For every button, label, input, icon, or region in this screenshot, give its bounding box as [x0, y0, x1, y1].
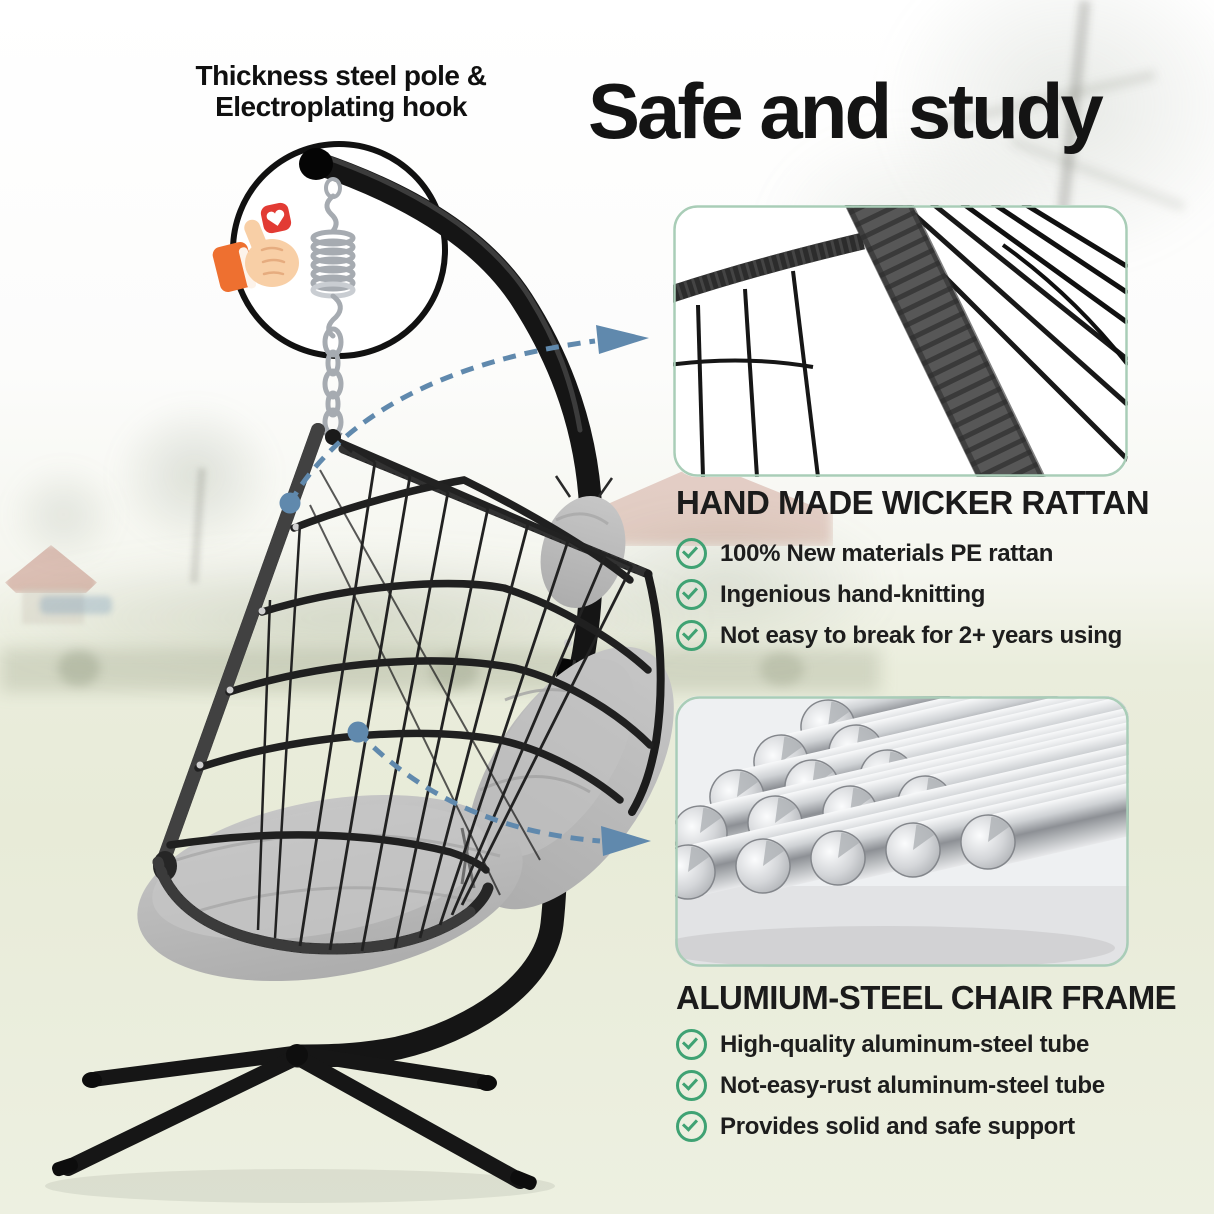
pointer-arrow-rattan	[279, 325, 649, 514]
chair-hub-knot	[325, 429, 341, 445]
rattan-inset-image	[673, 205, 1128, 477]
check-circle-icon	[676, 1029, 707, 1060]
bullet-row: 100% New materials PE rattan	[676, 538, 1122, 569]
callout-caption: Thickness steel pole & Electroplating ho…	[168, 60, 514, 122]
section-frame-heading-wrap: ALUMIUM-STEEL CHAIR FRAME	[676, 979, 1214, 1017]
check-circle-icon	[676, 1111, 707, 1142]
bullet-label: 100% New materials PE rattan	[720, 539, 1054, 567]
callout-caption-line1: Thickness steel pole &	[195, 60, 487, 91]
arrowhead-icon	[601, 826, 651, 856]
check-circle-icon	[676, 579, 707, 610]
bullet-label: Not easy to break for 2+ years using	[720, 621, 1123, 649]
section-rattan-bullets: 100% New materials PE rattan Ingenious h…	[676, 538, 1123, 663]
bullet-label: Not-easy-rust aluminum-steel tube	[720, 1071, 1105, 1099]
heart-like-icon	[260, 202, 292, 234]
egg-chair	[137, 423, 674, 982]
steel-frame-inset-image	[675, 696, 1129, 967]
section-frame-heading: ALUMIUM-STEEL CHAIR FRAME	[676, 979, 1177, 1016]
rattan-thin-ropes	[673, 270, 820, 477]
section-rattan-heading-wrap: HAND MADE WICKER RATTAN	[676, 484, 1214, 522]
spring-coil	[310, 229, 356, 299]
pole-end-cap	[299, 148, 333, 180]
background-building-wall	[22, 588, 84, 624]
section-frame-bullets: High-quality aluminum-steel tube Not-eas…	[676, 1029, 1105, 1154]
steel-rod-row	[675, 698, 1129, 900]
bullet-label: Provides solid and safe support	[720, 1112, 1075, 1140]
bullet-row: High-quality aluminum-steel tube	[676, 1029, 1105, 1060]
rattan-ropes-front	[956, 205, 1128, 367]
section-rattan-heading: HAND MADE WICKER RATTAN	[676, 484, 1150, 521]
bullet-row: Provides solid and safe support	[676, 1111, 1105, 1142]
bullet-row: Not easy to break for 2+ years using	[676, 620, 1123, 651]
ring-screws	[196, 523, 300, 769]
background-blue-tarp	[40, 596, 112, 614]
stand-base	[52, 1044, 537, 1190]
thumbs-up-icon	[212, 219, 299, 292]
check-circle-icon	[676, 1070, 707, 1101]
arrowhead-icon	[596, 325, 649, 354]
chair-ropes	[256, 435, 634, 952]
check-circle-icon	[676, 538, 707, 569]
bullet-row: Not-easy-rust aluminum-steel tube	[676, 1070, 1105, 1101]
rattan-wrapped-pole	[841, 205, 1054, 477]
steel-rod-stack	[675, 696, 1129, 967]
check-circle-icon	[676, 620, 707, 651]
bullet-row: Ingenious hand-knitting	[676, 579, 1122, 610]
bullet-label: Ingenious hand-knitting	[720, 580, 986, 608]
rattan-wrapped-bar	[673, 232, 865, 306]
bullet-label: High-quality aluminum-steel tube	[720, 1030, 1090, 1058]
stand-shadow	[45, 1169, 555, 1203]
pointer-arrow-frame	[347, 721, 651, 856]
page-title: Safe and study	[588, 67, 1104, 155]
callout-caption-line2: Electroplating hook	[215, 91, 467, 122]
